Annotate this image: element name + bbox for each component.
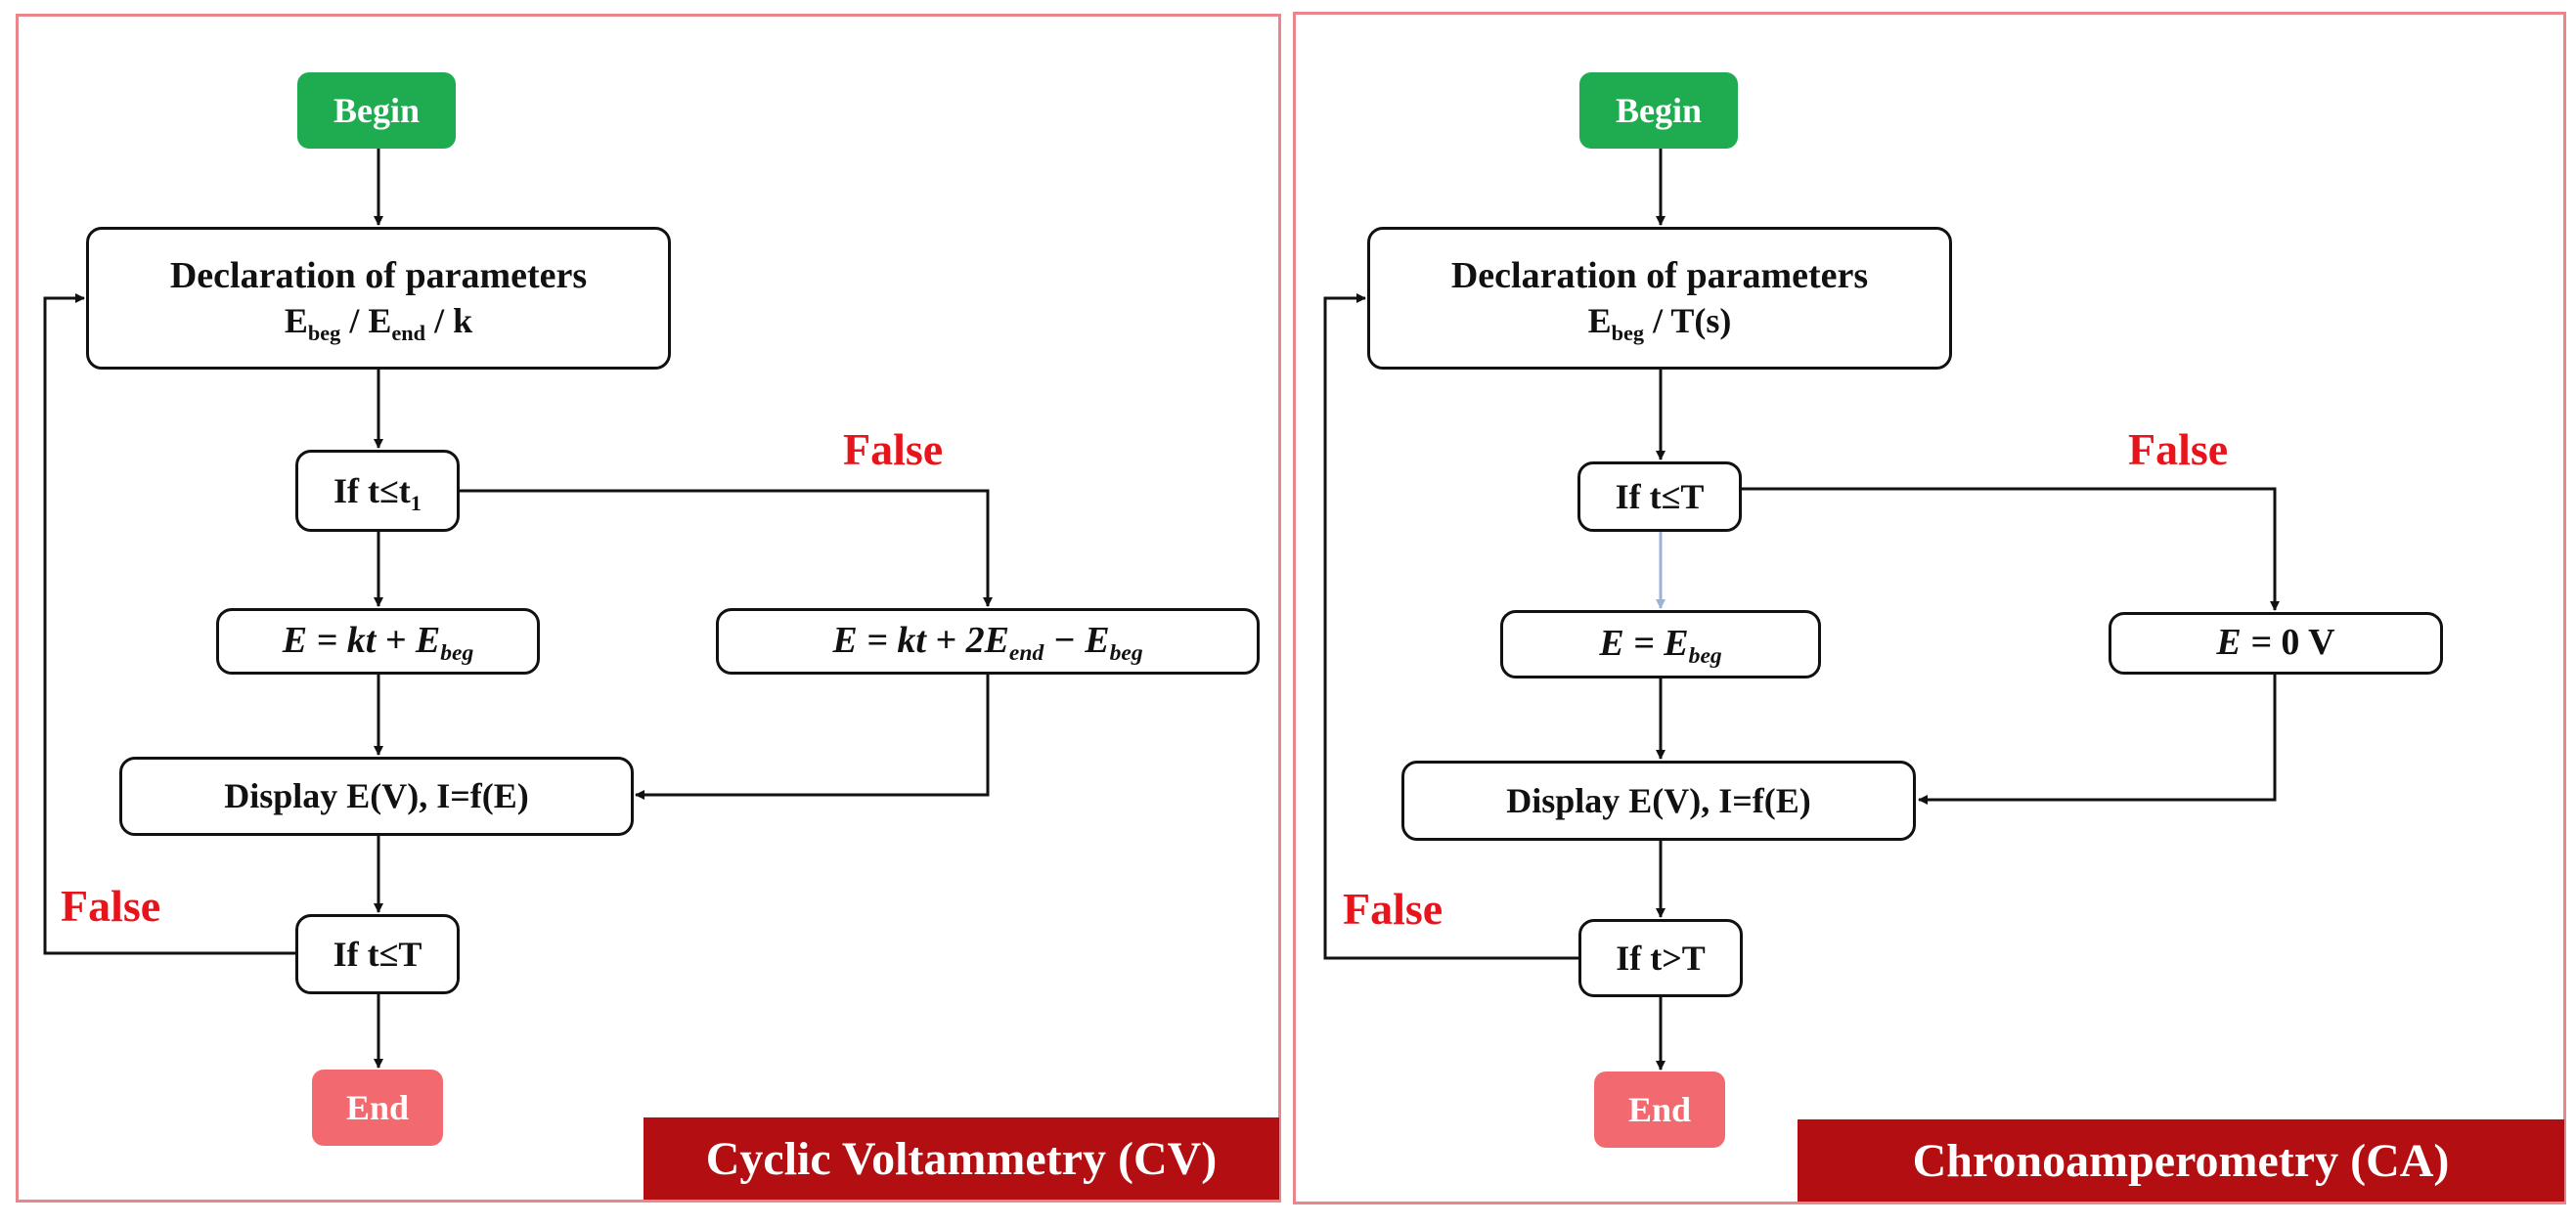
cv-eq-false-text: E = kt + 2Eend − Ebeg — [832, 618, 1142, 665]
ca-false-label-loop: False — [1343, 884, 1443, 934]
ca-loop-check-text: If t>T — [1616, 938, 1706, 978]
cv-eq-true-main: E = kt + E — [282, 620, 441, 662]
cv-param-e-end: E — [368, 301, 392, 341]
ca-end-label: End — [1627, 1089, 1692, 1129]
ca-false-label-top: False — [2128, 424, 2229, 474]
cv-begin-node: Begin — [297, 72, 456, 149]
cv-param-sep: / — [425, 301, 454, 341]
ca-end-node: End — [1594, 1072, 1725, 1148]
ca-parameters: Ebeg / T(s) — [1588, 299, 1732, 343]
cv-arrow-check-loop — [43, 293, 295, 955]
ca-declaration-title: Declaration of parameters — [1450, 254, 1869, 296]
ca-param-e: E — [1587, 301, 1612, 341]
cv-arrow-eq-false-to-display — [635, 675, 990, 800]
cv-eq-false-sub-beg: beg — [1109, 640, 1143, 667]
cv-eq-false-minus: − E — [1044, 620, 1110, 662]
ca-condition-text: If t≤T — [1615, 476, 1705, 516]
cv-param-k: k — [453, 301, 473, 341]
cv-eq-false-node: E = kt + 2Eend − Ebeg — [716, 608, 1260, 675]
cv-loop-check-node: If t≤T — [295, 914, 460, 994]
ca-condition-node: If t≤T — [1577, 461, 1742, 532]
cv-false-label-top: False — [843, 424, 944, 474]
ca-display-text: Display E(V), I=f(E) — [1506, 780, 1811, 820]
cv-eq-true-text: E = kt + Ebeg — [283, 618, 474, 665]
ca-declaration-node: Declaration of parameters Ebeg / T(s) — [1367, 227, 1952, 370]
ca-title-badge: Chronoamperometry (CA) — [1798, 1119, 2564, 1202]
ca-panel — [1293, 12, 2566, 1204]
ca-display-node: Display E(V), I=f(E) — [1401, 761, 1916, 841]
ca-eq-false-value: 0 V — [2281, 622, 2335, 664]
cv-condition-sub: 1 — [410, 490, 422, 515]
cv-condition-text: If t≤t1 — [333, 469, 422, 513]
cv-begin-label: Begin — [333, 90, 420, 130]
cv-eq-false-main: E = kt + 2E — [832, 620, 1009, 662]
ca-arrow-check-loop — [1323, 293, 1578, 960]
ca-eq-true-text: E = Ebeg — [1599, 621, 1721, 668]
cv-condition-label: If t≤t — [333, 470, 411, 510]
cv-param-e: E — [284, 301, 308, 341]
cv-param-sep: / — [340, 301, 369, 341]
cv-display-node: Display E(V), I=f(E) — [119, 757, 634, 836]
ca-eq-false-text: E = 0 V — [2216, 620, 2334, 667]
ca-arrow-eq-false-to-display — [1918, 675, 2277, 805]
ca-param-time: T(s) — [1670, 301, 1732, 341]
ca-param-sep: / — [1644, 301, 1671, 341]
cv-param-e-beg-sub: beg — [307, 321, 341, 346]
ca-begin-label: Begin — [1615, 90, 1702, 130]
cv-eq-true-sub: beg — [440, 640, 474, 667]
ca-eq-true-sub: beg — [1688, 643, 1722, 670]
ca-eq-false-node: E = 0 V — [2109, 612, 2443, 675]
cv-parameters: Ebeg / Eend / k — [285, 299, 472, 343]
cv-param-e-end-sub: end — [391, 321, 426, 346]
ca-begin-node: Begin — [1579, 72, 1738, 149]
cv-arrow-condition-false-branch — [459, 489, 993, 607]
ca-eq-true-main: E = E — [1599, 623, 1689, 665]
ca-loop-check-node: If t>T — [1578, 919, 1743, 997]
ca-arrow-condition-false-branch — [1741, 487, 2280, 611]
cv-condition-node: If t≤t1 — [295, 450, 460, 532]
cv-loop-check-text: If t≤T — [333, 934, 422, 974]
ca-param-e-beg-sub: beg — [1611, 321, 1645, 346]
cv-title-badge: Cyclic Voltammetry (CV) — [644, 1117, 1279, 1200]
cv-false-label-loop: False — [61, 881, 161, 931]
cv-declaration-title: Declaration of parameters — [169, 254, 588, 296]
ca-eq-false-main: E = — [2216, 622, 2282, 664]
cv-end-label: End — [345, 1087, 410, 1127]
cv-end-node: End — [312, 1070, 443, 1146]
ca-eq-true-node: E = Ebeg — [1500, 610, 1821, 678]
cv-declaration-node: Declaration of parameters Ebeg / Eend / … — [86, 227, 671, 370]
cv-eq-true-node: E = kt + Ebeg — [216, 608, 540, 675]
cv-eq-false-sub-end: end — [1008, 640, 1044, 667]
cv-display-text: Display E(V), I=f(E) — [224, 776, 529, 815]
